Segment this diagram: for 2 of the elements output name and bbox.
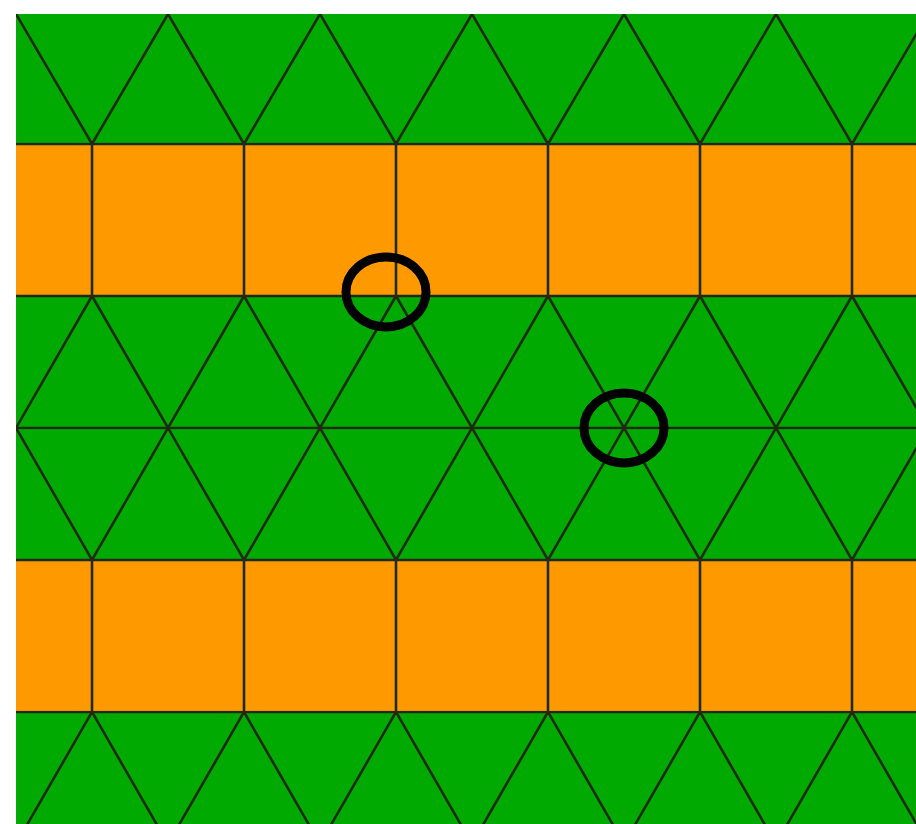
circle-marker: [579, 388, 669, 468]
circle-marker: [341, 252, 431, 332]
